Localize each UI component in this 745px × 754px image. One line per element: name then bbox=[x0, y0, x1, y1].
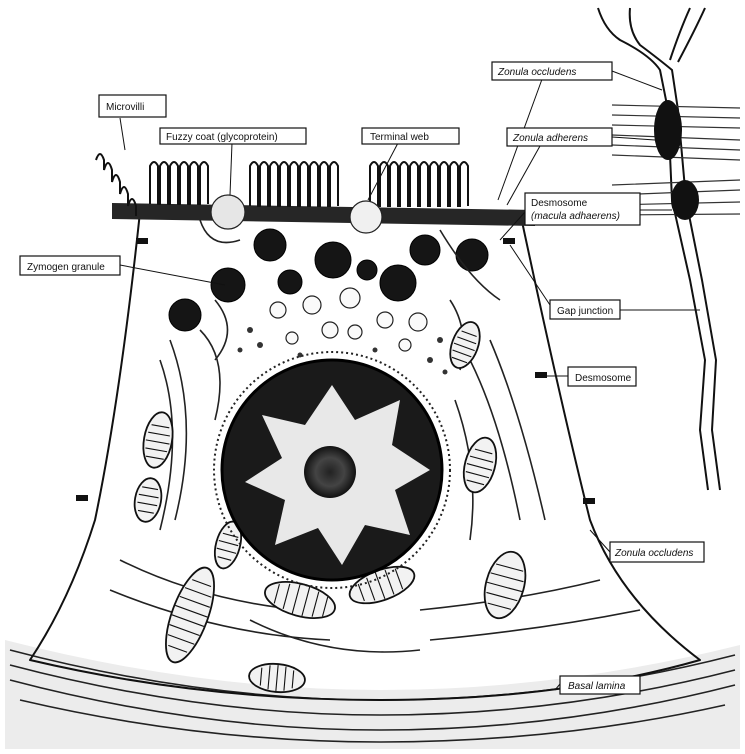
label-text: Zonula occludens bbox=[614, 548, 693, 559]
label-text: Desmosome bbox=[531, 198, 588, 209]
fuzzy-coat-blob bbox=[211, 195, 245, 229]
terminal-web-band bbox=[112, 203, 535, 226]
label-desmosome-side: Desmosome bbox=[568, 367, 636, 386]
nucleus bbox=[214, 352, 450, 588]
label-zonula-adherens: Zonula adherens bbox=[507, 128, 612, 146]
label-microvilli: Microvilli bbox=[99, 95, 166, 117]
label-text: Zonula adherens bbox=[512, 133, 588, 144]
zymogen-granules bbox=[169, 229, 488, 331]
label-zonula-occludens-top: Zonula occludens bbox=[492, 62, 612, 80]
label-text: Zymogen granule bbox=[27, 262, 105, 273]
fuzzy-coat-blob bbox=[350, 201, 382, 233]
adjacent-cell-membranes bbox=[598, 8, 720, 490]
label-gap-junction: Gap junction bbox=[550, 300, 620, 319]
label-text: Gap junction bbox=[557, 306, 613, 317]
junction-plaques bbox=[654, 100, 699, 220]
label-text: Desmosome bbox=[575, 373, 632, 384]
label-text: (macula adhaerens) bbox=[531, 211, 620, 222]
label-text: Zonula occludens bbox=[497, 67, 576, 78]
label-fuzzy-coat: Fuzzy coat (glycoprotein) bbox=[160, 128, 306, 144]
label-text: Fuzzy coat (glycoprotein) bbox=[166, 132, 278, 143]
label-zymogen-granule: Zymogen granule bbox=[20, 256, 120, 275]
label-basal-lamina: Basal lamina bbox=[560, 676, 640, 694]
nucleolus bbox=[304, 446, 356, 498]
label-terminal-web: Terminal web bbox=[362, 128, 459, 144]
label-text: Microvilli bbox=[106, 102, 144, 113]
label-zonula-occludens-bottom: Zonula occludens bbox=[610, 542, 704, 562]
label-text: Basal lamina bbox=[568, 681, 626, 692]
label-text: Terminal web bbox=[370, 132, 429, 143]
label-desmosome-main: Desmosome (macula adhaerens) bbox=[525, 193, 640, 225]
